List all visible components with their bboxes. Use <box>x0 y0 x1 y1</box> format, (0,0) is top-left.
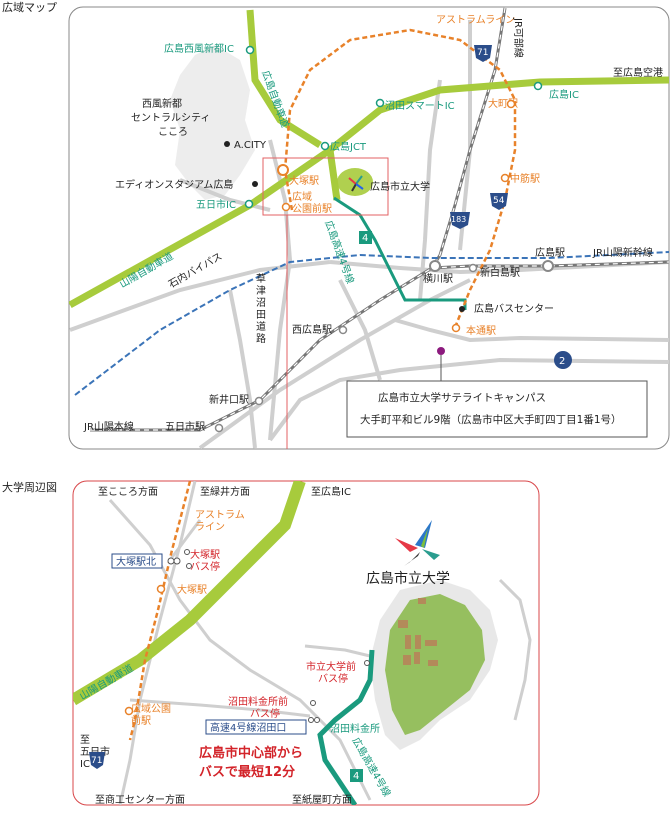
shinkansen-line <box>74 251 669 396</box>
svg-text:2: 2 <box>559 356 565 367</box>
label-acity: A.CITY <box>234 140 267 151</box>
label-station-koiki-1: 広域 <box>292 190 312 203</box>
label-ic-numata-smart: 沼田スマートIC <box>385 99 455 112</box>
label-bus-center: 広島バスセンター <box>474 302 554 315</box>
local-astram-line <box>128 481 192 741</box>
otsuka-north-box: 大塚駅北 <box>111 553 163 569</box>
label-station-nakasuji: 中筋駅 <box>510 172 540 185</box>
expressway-exit-box: 高速4号線沼田口 <box>205 719 307 735</box>
label-to-kamiya: 至紙屋町方面 <box>292 793 352 806</box>
label-ic-nishifu: 広島西風新都IC <box>164 42 234 55</box>
label-university: 広島市立大学 <box>370 180 430 193</box>
label-kusatsu-road-6: 路 <box>256 332 266 345</box>
label-otsuka-bus-1: 大塚駅 <box>190 548 220 561</box>
label-astram-1: アストラム <box>195 509 245 521</box>
label-station-otsuka: 大塚駅 <box>289 174 319 187</box>
label-nishifu-1: 西風新都 <box>142 97 182 110</box>
label-numata-bus-2: バス停 <box>250 707 280 720</box>
svg-text:71: 71 <box>91 756 102 766</box>
label-otsuka-bus-2: バス停 <box>190 560 220 573</box>
route-shield-71: 71 <box>474 45 492 62</box>
label-to-midorii: 至緑井方面 <box>200 485 250 498</box>
label-koiki-2: 前駅 <box>131 714 151 727</box>
satellite-title: 広島市立大学サテライトキャンパス <box>378 391 546 404</box>
label-station-nishihiroshima: 西広島駅 <box>292 323 332 336</box>
svg-text:4: 4 <box>353 771 359 782</box>
svg-text:4: 4 <box>362 233 368 244</box>
label-ic-hiroshima: 広島IC <box>549 88 579 101</box>
label-numata-bus-1: 沼田料金所前 <box>228 695 288 708</box>
svg-text:高速4号線沼田口: 高速4号線沼田口 <box>210 721 286 734</box>
access-line-2: バスで最短12分 <box>199 764 295 780</box>
route-shield-2: 2 <box>554 351 572 369</box>
local-route-shield-71: 71 <box>89 752 105 769</box>
label-to-kokoro: 至こころ方面 <box>98 485 158 498</box>
university-logo-icon <box>348 175 364 192</box>
label-kusatsu-road-2: 津 <box>256 285 266 297</box>
label-station-itsukaichi: 五日市駅 <box>165 420 205 433</box>
regional-section-title: 広域マップ <box>2 1 57 14</box>
local-route-shield-4: 4 <box>350 769 363 782</box>
label-univ-bus-2: バス停 <box>318 672 348 685</box>
label-edion-stadium: エディオンスタジアム広島 <box>115 178 233 191</box>
label-station-hiroshima: 広島駅 <box>535 246 565 259</box>
label-station-shiniguchi: 新井口駅 <box>209 393 249 406</box>
access-line-1: 広島市中心部から <box>199 745 303 761</box>
label-to-shoko: 至商工センター方面 <box>95 793 185 806</box>
route-shield-54: 54 <box>490 193 508 210</box>
satellite-campus-box: 広島市立大学サテライトキャンパス 大手町平和ビル9階（広島市中区大手町四丁目1番… <box>346 355 648 438</box>
label-univ-bus-1: 市立大学前 <box>306 660 356 673</box>
local-university-logo-icon <box>395 520 440 566</box>
svg-text:183: 183 <box>451 215 466 224</box>
local-expressway <box>73 481 306 706</box>
svg-text:71: 71 <box>477 48 488 58</box>
university-area-highlight <box>262 157 389 216</box>
route-shield-4: 4 <box>359 231 372 244</box>
local-expressway4 <box>317 649 375 805</box>
label-nishifu-3: こころ <box>158 127 188 138</box>
label-jr-shinkansen: JR山陽新幹線 <box>592 246 653 259</box>
label-local-university: 広島市立大学 <box>366 570 450 587</box>
label-station-hondori: 本通駅 <box>466 324 496 337</box>
label-station-koiki-2: 公園前駅 <box>292 202 332 215</box>
regional-station-markers <box>214 45 554 433</box>
label-nishifu-2: セントラルシティ <box>131 112 210 124</box>
label-to-itsukaichi-3: IC <box>80 759 90 770</box>
label-kusatsu-road-3: 沼 <box>256 296 266 309</box>
label-astram-line: アストラムライン <box>436 14 515 26</box>
label-to-itsukaichi-1: 至 <box>80 734 90 746</box>
label-jr-sanyo-main: JR山陽本線 <box>83 420 134 433</box>
label-station-yokogawa: 横川駅 <box>423 272 453 285</box>
label-ic-itsukaichi: 五日市IC <box>196 198 236 211</box>
campus-buildings <box>398 598 438 666</box>
label-kusatsu-road-1: 草 <box>256 273 266 285</box>
svg-text:54: 54 <box>493 196 505 206</box>
local-station-markers <box>124 549 370 723</box>
svg-text:大塚駅北: 大塚駅北 <box>116 555 156 568</box>
label-kusatsu-road-4: 田 <box>256 310 266 321</box>
label-jr-kabe-line: JR可部線 <box>512 17 525 58</box>
label-astram-2: ライン <box>195 521 225 533</box>
label-koiki-1: 広域公園 <box>131 702 171 715</box>
label-station-shinhakushima: 新白島駅 <box>480 266 520 279</box>
satellite-address: 大手町平和ビル9階（広島市中区大手町四丁目1番1号） <box>360 413 622 426</box>
label-numata-tollgate: 沼田料金所 <box>330 722 380 735</box>
label-jct-hiroshima: 広島JCT <box>330 140 367 153</box>
route-shield-183: 183 <box>450 212 470 229</box>
label-kusatsu-road-5: 道 <box>256 320 266 333</box>
local-section-title: 大学周辺図 <box>2 480 57 494</box>
label-to-hiroshima-ic: 至広島IC <box>311 485 351 498</box>
label-local-station-otsuka: 大塚駅 <box>177 583 207 596</box>
urban-area-shape <box>170 45 255 200</box>
label-to-airport: 至広島空港 <box>613 66 663 79</box>
